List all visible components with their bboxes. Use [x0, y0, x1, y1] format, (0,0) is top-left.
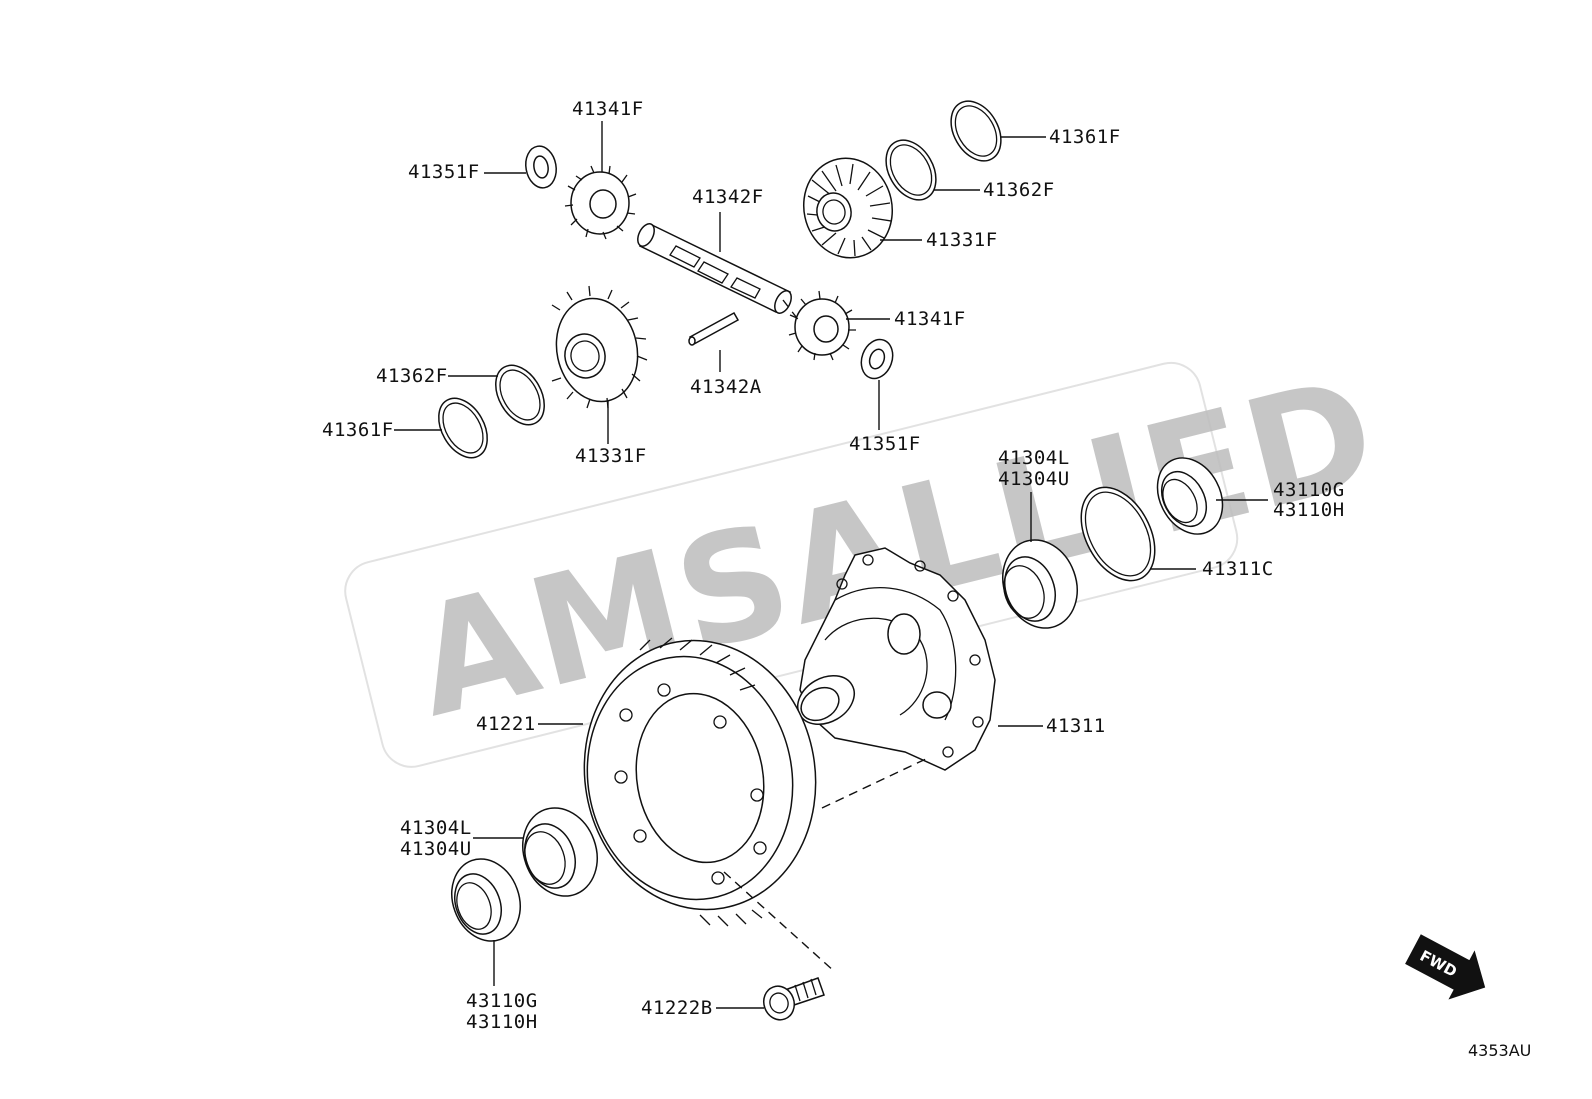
label-41351F-mid: 41351F — [849, 433, 921, 455]
label-43110G-right: 43110G — [1273, 479, 1345, 501]
label-41222B: 41222B — [641, 997, 713, 1019]
assembly-line-shaft-pinion — [782, 299, 801, 323]
label-43110H-right: 43110H — [1273, 499, 1345, 521]
label-41341F-top: 41341F — [572, 98, 644, 120]
washer-41361F-top[interactable] — [941, 92, 1011, 169]
label-41304L-right: 41304L — [998, 447, 1070, 469]
oil-seal-right[interactable] — [1145, 447, 1236, 546]
snap-ring[interactable] — [1066, 475, 1169, 593]
label-41342A: 41342A — [690, 376, 762, 398]
label-41304U-left: 41304U — [400, 838, 472, 860]
ring-gear[interactable] — [563, 622, 836, 928]
washer-mid-right[interactable] — [856, 335, 898, 383]
label-41362F-top: 41362F — [983, 179, 1055, 201]
label-41361F-left: 41361F — [322, 419, 394, 441]
label-41311C: 41311C — [1202, 558, 1274, 580]
label-43110G-bottom: 43110G — [466, 990, 538, 1012]
label-41341F-mid: 41341F — [894, 308, 966, 330]
pinion-shaft[interactable] — [634, 221, 794, 316]
washer-41362F-left[interactable] — [486, 357, 554, 433]
bearing-right[interactable] — [991, 529, 1089, 638]
side-gear-bottom-left[interactable] — [547, 285, 648, 409]
washer-41362F-top[interactable] — [876, 131, 946, 208]
pinion-gear-top[interactable] — [564, 165, 637, 240]
assembly-line-ring-case — [821, 756, 931, 809]
lock-pin[interactable] — [688, 311, 740, 346]
label-41342F: 41342F — [692, 186, 764, 208]
ring-gear-bolt[interactable] — [759, 977, 825, 1024]
washer-top-left[interactable] — [523, 144, 560, 191]
label-41351F-top: 41351F — [408, 161, 480, 183]
leader-lines — [394, 121, 1268, 1009]
diagram-id: 4353AU — [1468, 1041, 1531, 1060]
label-41362F-left: 41362F — [376, 365, 448, 387]
assembly-line-bolt — [723, 871, 836, 973]
differential-case[interactable] — [789, 547, 996, 771]
label-41311: 41311 — [1046, 715, 1106, 737]
oil-seal-left[interactable] — [441, 849, 532, 951]
label-41331F-top: 41331F — [926, 229, 998, 251]
bearing-left[interactable] — [511, 797, 609, 906]
label-41304U-right: 41304U — [998, 468, 1070, 490]
fwd-arrow-icon: FWD — [1405, 934, 1486, 1000]
pinion-gear-mid[interactable] — [788, 290, 856, 361]
label-41361F-top: 41361F — [1049, 126, 1121, 148]
label-41221: 41221 — [476, 713, 536, 735]
label-43110H-bottom: 43110H — [466, 1011, 538, 1033]
side-gear-top-right[interactable] — [795, 150, 902, 266]
washer-41361F-left[interactable] — [429, 390, 497, 466]
label-41331F-bottom: 41331F — [575, 445, 647, 467]
label-41304L-left: 41304L — [400, 817, 472, 839]
